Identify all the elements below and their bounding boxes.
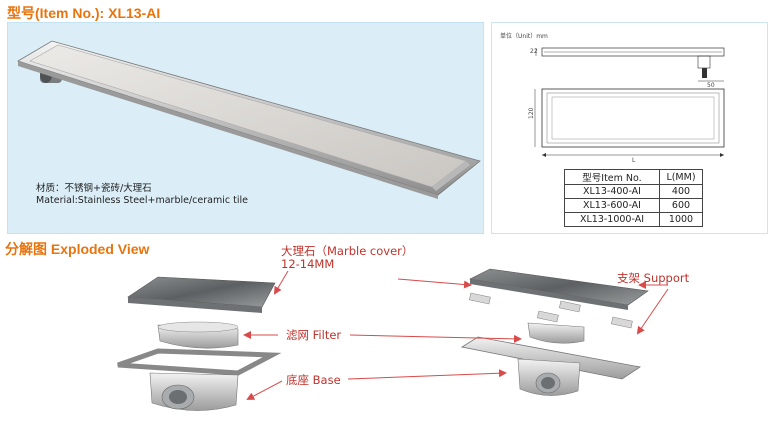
drain-product-illustration bbox=[17, 40, 481, 199]
cell-item-no: XL13-400-AI bbox=[564, 184, 660, 199]
filter-label: 滤网 Filter bbox=[286, 328, 342, 342]
arrow-marble-right bbox=[397, 278, 472, 289]
unit-label: 单位（Unit）mm bbox=[500, 33, 548, 40]
dim-22: 22 bbox=[530, 48, 538, 55]
material-en: Material:Stainless Steel+marble/ceramic … bbox=[36, 195, 248, 206]
side-view bbox=[541, 47, 725, 57]
arrow-support-bottom bbox=[636, 288, 669, 335]
spec-table: 型号Item No. L(MM) XL13-400-AI 400 XL13-60… bbox=[564, 169, 703, 227]
page-title: 型号(Item No.): XL13-AI bbox=[7, 5, 161, 21]
header-item-no: 型号Item No. bbox=[564, 169, 660, 185]
marble-thickness-label: 12-14MM bbox=[281, 257, 335, 271]
support-piece bbox=[469, 292, 491, 305]
filter-right bbox=[527, 322, 585, 344]
exploded-view-illustration bbox=[117, 268, 669, 411]
material-cn: 材质：不锈钢+瓷砖/大理石 bbox=[36, 183, 152, 194]
top-view bbox=[541, 88, 725, 148]
base-label: 底座 Base bbox=[286, 373, 341, 387]
exploded-view-title: 分解图 Exploded View bbox=[5, 241, 150, 257]
cell-length: 600 bbox=[659, 198, 703, 213]
base-frame-left bbox=[117, 348, 282, 376]
support-piece bbox=[611, 316, 633, 329]
support-piece bbox=[559, 300, 581, 313]
dim-120: 120 bbox=[528, 107, 535, 119]
table-row: XL13-400-AI 400 bbox=[564, 184, 703, 199]
side-outlet bbox=[697, 55, 711, 69]
table-row: XL13-600-AI 600 bbox=[564, 198, 703, 213]
support-piece bbox=[537, 310, 559, 323]
tile-insert bbox=[29, 44, 467, 188]
technical-drawing bbox=[534, 47, 725, 157]
dim-50: 50 bbox=[707, 82, 715, 89]
table-header-row: 型号Item No. L(MM) bbox=[564, 169, 703, 185]
cell-length: 400 bbox=[659, 184, 703, 199]
arrow-marble-left bbox=[273, 270, 289, 295]
marble-slab-left bbox=[127, 276, 276, 308]
product-photo-panel: 材质：不锈钢+瓷砖/大理石 Material:Stainless Steel+m… bbox=[7, 22, 484, 234]
table-row: XL13-1000-AI 1000 bbox=[564, 212, 703, 227]
arrow-filter-right bbox=[349, 334, 522, 343]
arrow-base-right bbox=[347, 369, 507, 380]
cell-item-no: XL13-1000-AI bbox=[564, 212, 660, 227]
arrow-base-left bbox=[246, 380, 283, 400]
marble-cover-label: 大理石（Marble cover） bbox=[281, 244, 414, 258]
cell-length: 1000 bbox=[659, 212, 703, 227]
cell-item-no: XL13-600-AI bbox=[564, 198, 660, 213]
header-length: L(MM) bbox=[659, 169, 703, 185]
support-label: 支架 Support bbox=[617, 271, 690, 285]
dim-L: L bbox=[632, 157, 636, 164]
